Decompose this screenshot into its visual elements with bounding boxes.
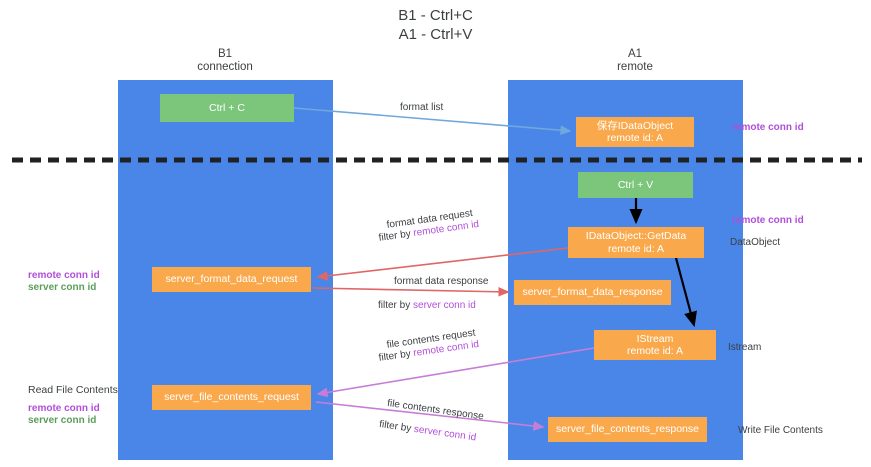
side-label-read-file-contents: Read File Contents — [28, 384, 118, 396]
column-header-b1: B1 connection — [197, 48, 253, 73]
node-idataobject-getdata[interactable]: IDataObject::GetData remote id: A — [568, 227, 704, 258]
edge-label-format-data-response: format data response — [394, 276, 489, 287]
node-ctrl-v[interactable]: Ctrl + V — [578, 172, 693, 198]
node-server-file-contents-response[interactable]: server_file_contents_response — [548, 417, 707, 442]
page-title: B1 - Ctrl+C A1 - Ctrl+V — [398, 7, 473, 43]
server-conn-id-text: server conn id — [413, 300, 476, 311]
side-label-remote-conn-id-mid: remote conn id — [28, 270, 100, 281]
edge-label-filter-by-server-1: filter by server conn id — [378, 299, 476, 312]
edge-label-filter-by-server-2: filter by server conn id — [378, 419, 476, 444]
node-save-idataobject[interactable]: 保存IDataObject remote id: A — [576, 117, 694, 147]
filter-by-text: filter by — [378, 228, 415, 244]
side-label-istream: Istream — [728, 342, 762, 353]
node-istream[interactable]: IStream remote id: A — [594, 330, 716, 360]
side-label-server-conn-id-bot: server conn id — [28, 415, 97, 426]
side-label-server-conn-id-mid: server conn id — [28, 282, 97, 293]
edge-label-format-list: format list — [400, 102, 444, 113]
filter-by-text: filter by — [378, 419, 415, 435]
edge-label-file-contents-response: file contents response — [386, 398, 485, 423]
side-label-write-file-contents: Write File Contents — [738, 425, 823, 436]
node-server-format-data-request[interactable]: server_format_data_request — [152, 267, 311, 292]
side-label-remote-conn-id-bot: remote conn id — [28, 403, 100, 414]
filter-by-text: filter by — [378, 348, 415, 364]
side-label-remote-conn-id-top: remote conn id — [732, 122, 804, 133]
column-header-a1: A1 remote — [617, 48, 653, 73]
node-server-format-data-response[interactable]: server_format_data_response — [514, 280, 671, 305]
node-ctrl-c[interactable]: Ctrl + C — [160, 94, 294, 122]
side-label-remote-conn-id-second: remote conn id — [732, 215, 804, 226]
server-conn-id-text: server conn id — [413, 423, 477, 444]
filter-by-text: filter by — [378, 300, 414, 311]
side-label-dataobject: DataObject — [730, 237, 781, 248]
node-server-file-contents-request[interactable]: server_file_contents_request — [152, 385, 311, 410]
